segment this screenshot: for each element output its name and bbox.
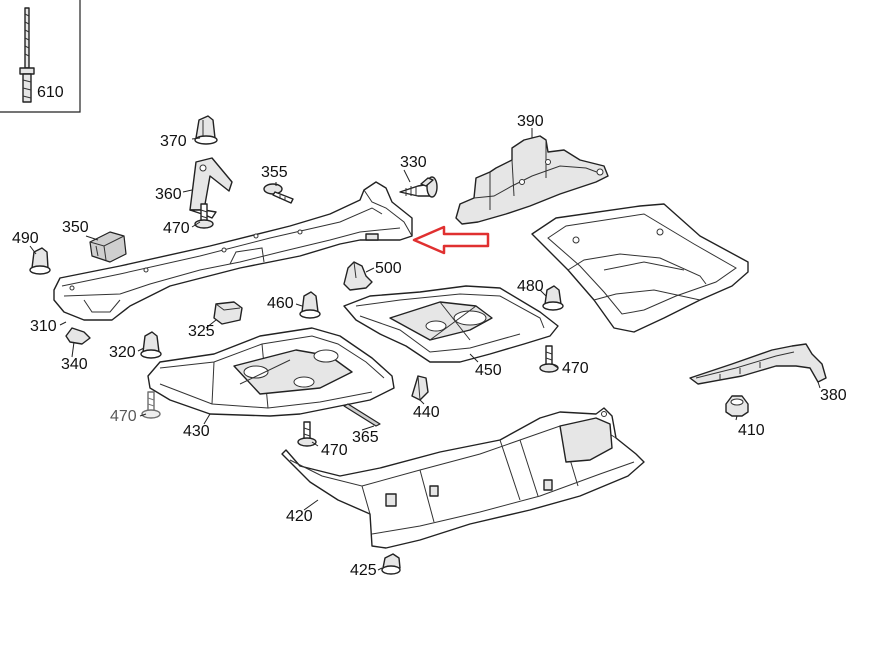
label-410: 410 (738, 422, 765, 439)
label-440: 440 (413, 404, 440, 421)
label-480: 480 (517, 278, 544, 295)
label-470-lower: 470 (321, 442, 348, 459)
label-340: 340 (61, 356, 88, 373)
label-470-upper: 470 (163, 220, 190, 237)
label-380: 380 (820, 387, 847, 404)
part-480-nut[interactable] (542, 285, 564, 311)
leader-lines (29, 128, 821, 571)
part-610-long-bolt[interactable] (19, 7, 35, 103)
label-490: 490 (12, 230, 39, 247)
inset-box-610 (0, 0, 81, 113)
label-310: 310 (30, 318, 57, 335)
label-365: 365 (352, 429, 379, 446)
label-430: 430 (183, 423, 210, 440)
label-325: 325 (188, 323, 215, 340)
label-360: 360 (155, 186, 182, 203)
part-500-clip[interactable] (343, 261, 373, 291)
part-310-side-rail[interactable] (53, 181, 413, 321)
part-490-nut[interactable] (29, 247, 51, 275)
label-610: 610 (37, 84, 64, 101)
part-360-bracket[interactable] (189, 157, 233, 219)
label-470-right: 470 (562, 360, 589, 377)
part-365-strip[interactable] (343, 403, 381, 427)
label-500: 500 (375, 260, 402, 277)
part-440-clip[interactable] (411, 375, 429, 401)
part-350-rubber-block[interactable] (89, 231, 127, 263)
label-470-left: 470 (110, 408, 137, 425)
label-350: 350 (62, 219, 89, 236)
part-420-rear-shield[interactable] (281, 407, 645, 549)
part-450-center-panel[interactable] (343, 285, 559, 363)
part-380-rail[interactable] (689, 343, 827, 385)
part-410-nut[interactable] (725, 395, 749, 417)
part-355-screw[interactable] (263, 183, 294, 204)
label-425: 425 (350, 562, 377, 579)
callout-labels: 610 370 355 330 390 360 470 350 490 500 … (12, 84, 847, 579)
part-320-nut[interactable] (140, 331, 162, 359)
part-370-nut[interactable] (194, 115, 218, 145)
part-425-nut[interactable] (381, 553, 401, 575)
part-330-rivet[interactable] (399, 176, 438, 198)
label-320: 320 (109, 344, 136, 361)
part-470c-bolt[interactable] (141, 391, 161, 419)
label-460: 460 (267, 295, 294, 312)
part-340-clip[interactable] (65, 327, 91, 345)
part-460-nut[interactable] (299, 291, 321, 319)
label-390: 390 (517, 113, 544, 130)
part-470b-bolt[interactable] (539, 345, 559, 373)
label-450: 450 (475, 362, 502, 379)
label-420: 420 (286, 508, 313, 525)
part-430-front-panel[interactable] (147, 327, 395, 417)
highlight-arrow (412, 225, 490, 255)
part-470d-bolt[interactable] (297, 421, 317, 447)
label-355: 355 (261, 164, 288, 181)
label-370: 370 (160, 133, 187, 150)
label-330: 330 (400, 154, 427, 171)
spare-wheel-tray[interactable] (531, 203, 749, 333)
part-390-heat-shield[interactable] (455, 135, 609, 225)
part-325-clip[interactable] (213, 301, 243, 325)
